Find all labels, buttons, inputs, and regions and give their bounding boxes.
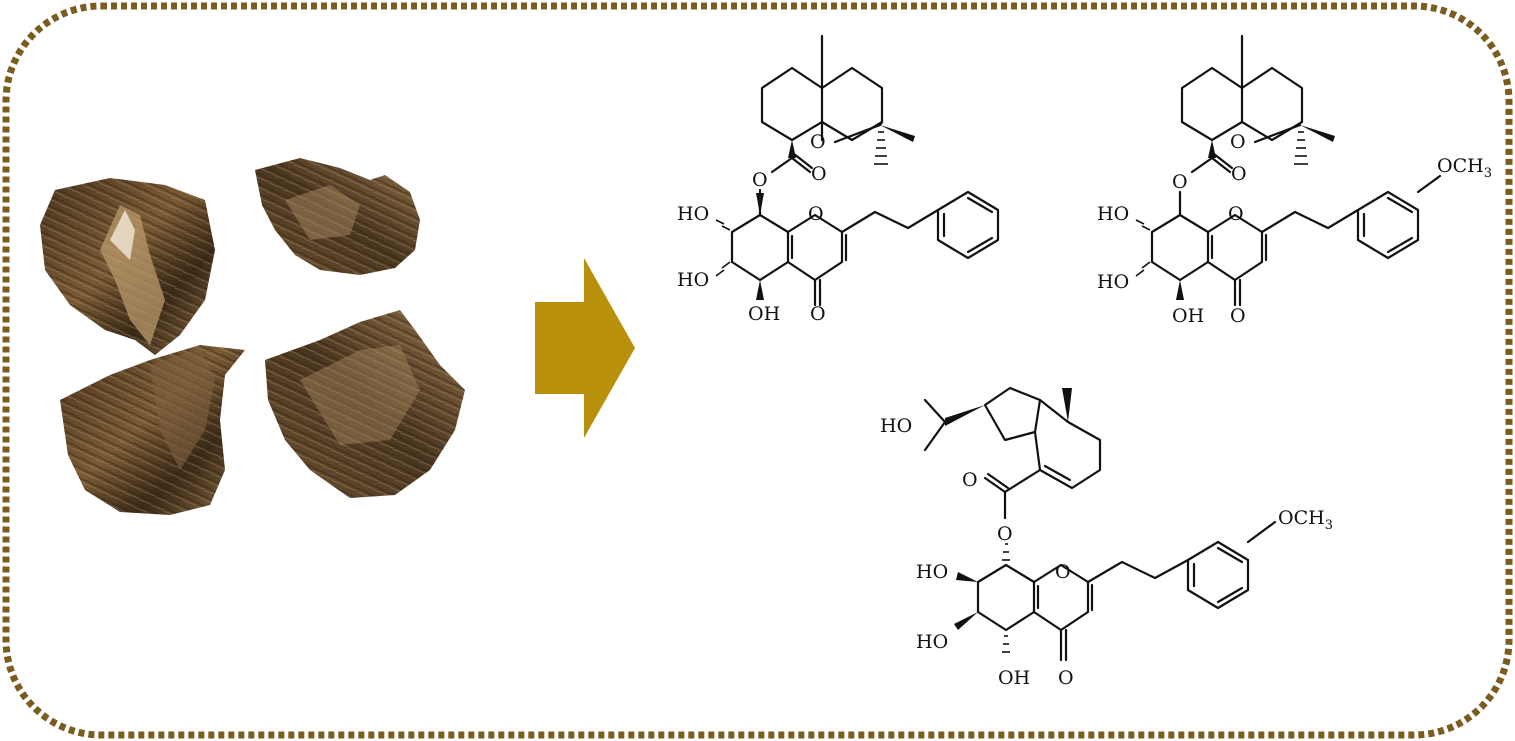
atom-HO-2b: HO — [1097, 271, 1129, 293]
wood-piece-top-right — [255, 158, 420, 275]
atom-OH-2: OH — [1172, 305, 1204, 327]
atom-O-ester-2: O — [1172, 171, 1188, 193]
atom-O-ketone-3: O — [1058, 667, 1074, 689]
atom-O-pyranone-2: O — [1228, 203, 1244, 225]
atom-HO-2: HO — [677, 269, 709, 291]
agarwood-photo — [40, 158, 465, 515]
atom-OH: OH — [748, 303, 780, 325]
atom-HO-2a: HO — [1097, 203, 1129, 225]
right-arrow-icon — [535, 258, 635, 438]
atom-OCH3-3: OCH3 — [1278, 507, 1333, 533]
compound-1-structure: O O O O HO HO OH O — [677, 34, 1000, 325]
compound-3-structure: HO O O O HO HO OH O OCH3 — [880, 386, 1333, 689]
wood-piece-bottom-right — [265, 310, 465, 498]
wood-piece-bottom-left — [60, 345, 245, 515]
atom-O-ester-3: O — [997, 523, 1013, 545]
atom-OH-3: OH — [998, 667, 1030, 689]
atom-HO-1: HO — [677, 203, 709, 225]
atom-O-ketone: O — [810, 303, 826, 325]
atom-O-carbonyl-3: O — [962, 469, 978, 491]
atom-O-ketone-2: O — [1230, 305, 1246, 327]
atom-O-carbonyl: O — [811, 163, 827, 185]
atom-HO-3c: HO — [916, 631, 948, 653]
atom-O-pyranone: O — [808, 203, 824, 225]
atom-HO-3a: HO — [880, 415, 912, 437]
atom-O-carbonyl-2: O — [1231, 163, 1247, 185]
atom-O-ester: O — [752, 169, 768, 191]
atom-O-epoxide: O — [810, 131, 826, 153]
atom-O-epoxide-2: O — [1230, 131, 1246, 153]
wood-piece-top-left — [40, 178, 215, 355]
compound-2-structure: O O O O HO HO OH O OCH3 — [1097, 34, 1492, 327]
atom-O-pyranone-3: O — [1055, 561, 1071, 583]
atom-OCH3-2: OCH3 — [1437, 155, 1492, 181]
atom-HO-3b: HO — [916, 561, 948, 583]
